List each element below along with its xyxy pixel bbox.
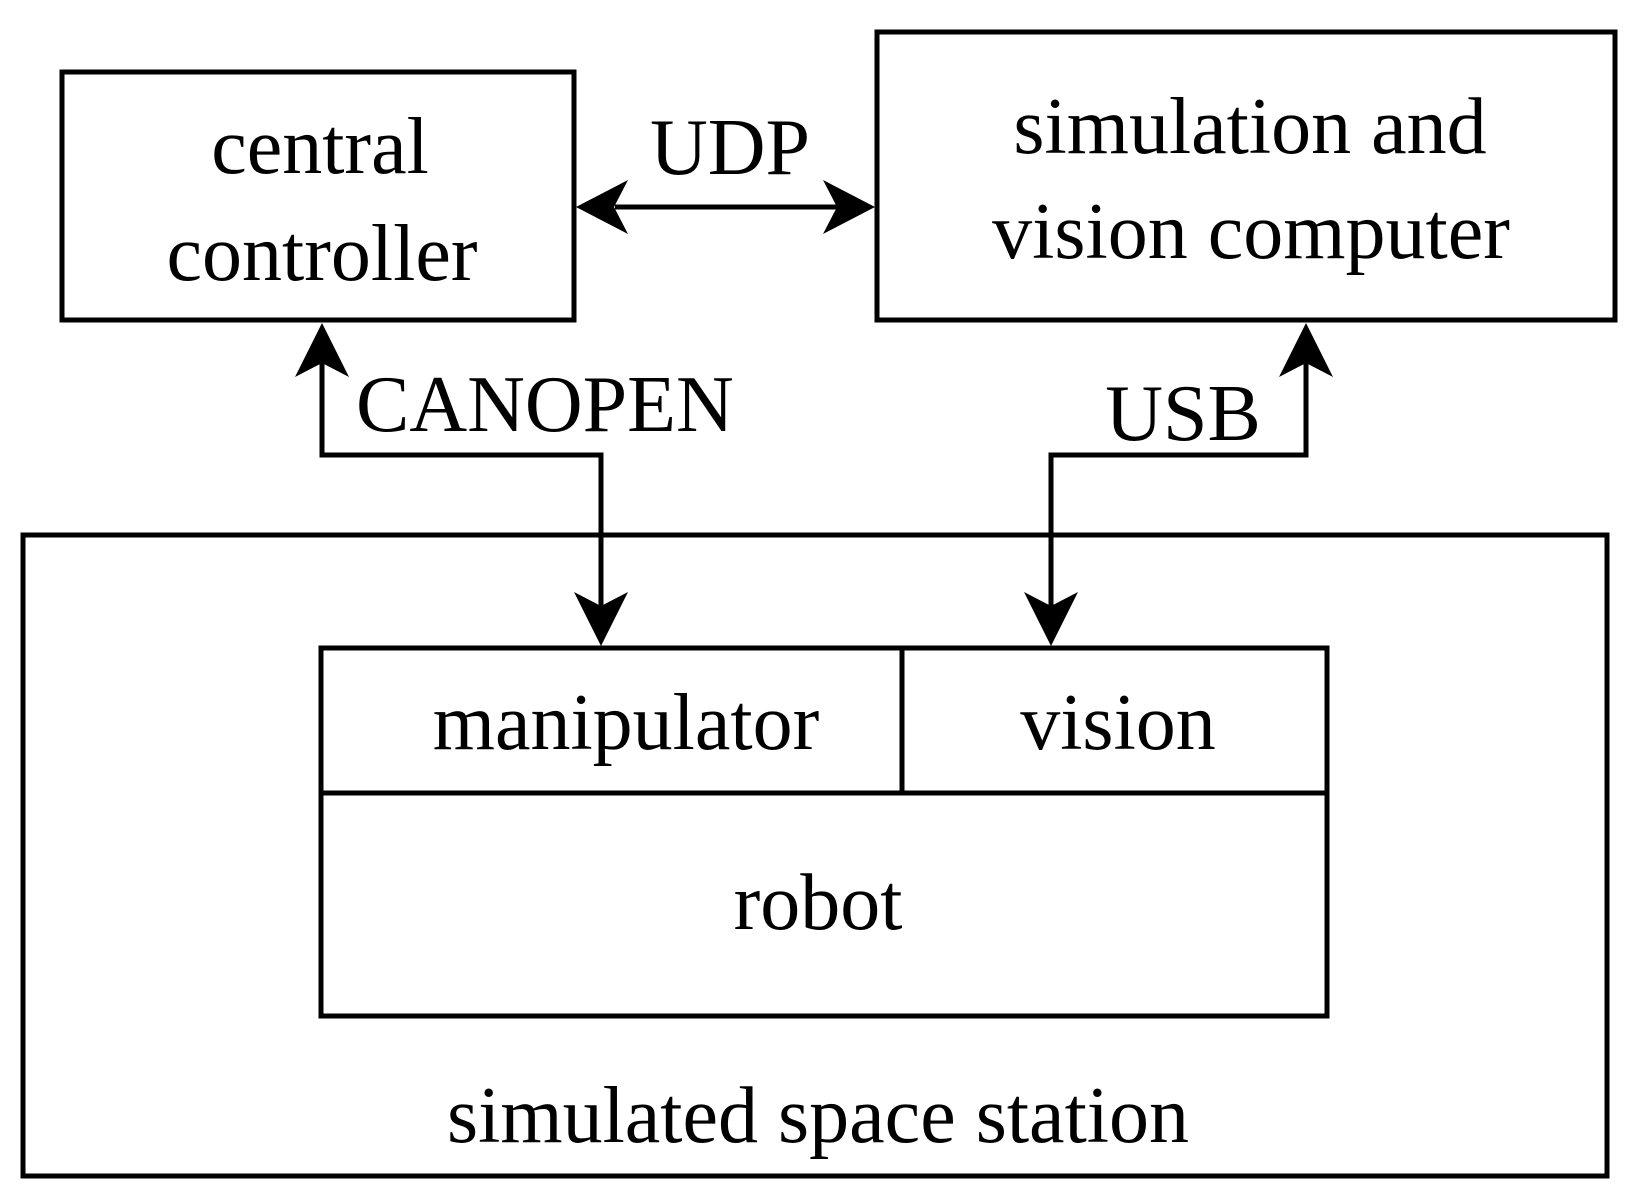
central-controller-box bbox=[59, 69, 577, 323]
central-controller-label-line2: controller bbox=[167, 210, 478, 298]
central-controller-node: central controller bbox=[59, 69, 577, 323]
canopen-link: CANOPEN bbox=[295, 323, 734, 646]
robot-box bbox=[318, 645, 1330, 1019]
canopen-line bbox=[319, 362, 604, 608]
usb-arrow-down-icon bbox=[1024, 592, 1078, 646]
udp-label: UDP bbox=[650, 104, 810, 192]
simulation-vision-computer-label-line1: simulation and bbox=[1013, 83, 1486, 171]
canopen-label: CANOPEN bbox=[356, 361, 734, 449]
simulation-vision-computer-node: simulation and vision computer bbox=[874, 29, 1618, 323]
vision-label: vision bbox=[1020, 679, 1216, 767]
robot-label: robot bbox=[734, 859, 903, 947]
usb-link: USB bbox=[1024, 323, 1333, 646]
manipulator-label: manipulator bbox=[433, 679, 820, 767]
usb-arrow-up-icon bbox=[1279, 323, 1333, 377]
canopen-arrow-up-icon bbox=[295, 323, 349, 377]
udp-link: UDP bbox=[576, 104, 875, 234]
simulation-vision-computer-label-line2: vision computer bbox=[992, 188, 1510, 276]
canopen-arrow-down-icon bbox=[574, 592, 628, 646]
simulated-space-station-label: simulated space station bbox=[447, 1072, 1189, 1160]
central-controller-label-line1: central bbox=[211, 103, 429, 191]
udp-arrow-right-icon bbox=[823, 180, 875, 234]
robot-node: manipulator vision robot bbox=[318, 645, 1330, 1019]
usb-label: USB bbox=[1105, 370, 1261, 458]
usb-line bbox=[1048, 362, 1309, 608]
simulation-vision-computer-box bbox=[874, 29, 1618, 323]
udp-arrow-left-icon bbox=[576, 180, 628, 234]
